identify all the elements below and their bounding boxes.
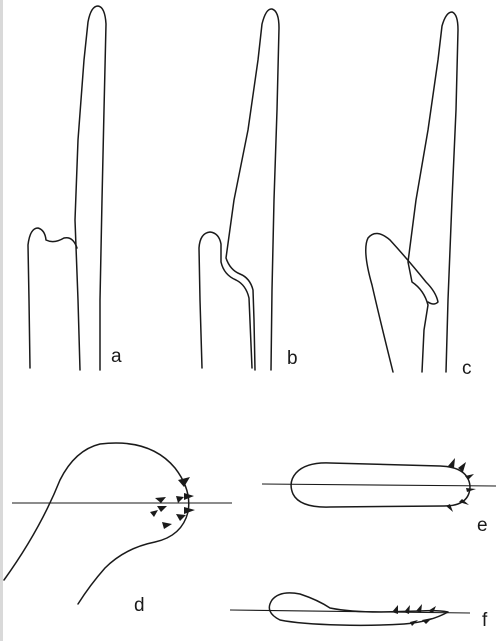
panel-a-label: a — [111, 346, 122, 367]
panel-c-label: c — [462, 358, 472, 379]
spine — [157, 506, 167, 512]
panel-f: f — [230, 593, 488, 631]
spine — [392, 605, 398, 614]
spine — [422, 618, 432, 624]
spine — [176, 496, 184, 503]
panel-a: a — [28, 6, 122, 370]
spine — [150, 510, 158, 517]
panel-e: e — [262, 458, 496, 536]
panel-b-blade — [226, 9, 279, 370]
spine — [155, 497, 166, 503]
panel-d-label: d — [134, 595, 145, 616]
spine — [162, 522, 172, 529]
panel-e-spines — [446, 458, 476, 512]
panel-c-blade — [408, 12, 458, 372]
panel-c: c — [366, 12, 472, 379]
spine — [178, 477, 190, 487]
panel-a-blade — [75, 6, 106, 370]
panel-d-outline — [4, 443, 189, 604]
spine — [466, 488, 476, 492]
spine — [184, 507, 195, 514]
panel-d: d — [4, 443, 232, 616]
panel-f-spines — [392, 604, 436, 626]
panel-b-stump — [199, 232, 252, 368]
panel-b-label: b — [287, 348, 298, 369]
scan-edge — [0, 0, 3, 641]
panel-b: b — [199, 9, 298, 370]
panel-e-axis — [262, 484, 496, 486]
panel-f-label: f — [482, 610, 488, 631]
panel-a-stump — [28, 228, 77, 368]
panel-e-label: e — [477, 515, 488, 536]
